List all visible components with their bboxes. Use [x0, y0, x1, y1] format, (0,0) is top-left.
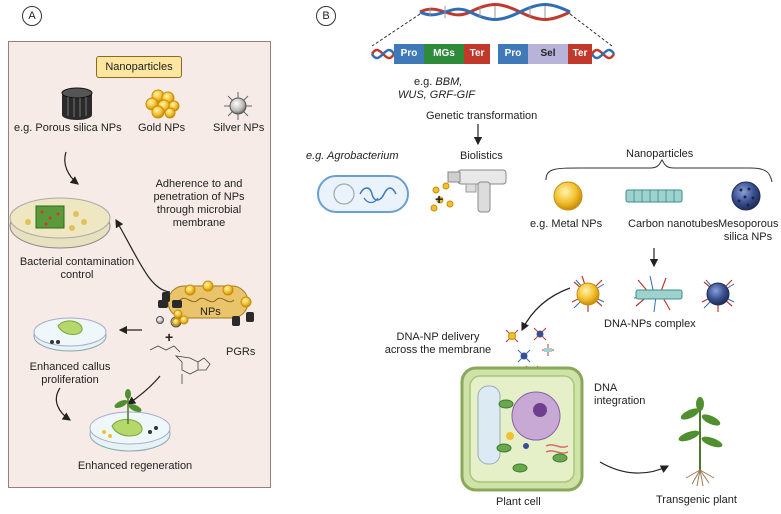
- panel-b-letter: B: [316, 6, 336, 26]
- adherence-line-4: membrane: [172, 217, 226, 229]
- dna-mesoporous-complex: [701, 279, 735, 312]
- mesoporous-line-1: Mesoporous: [718, 218, 779, 230]
- nps-mini-icon: [156, 300, 189, 326]
- cassette-ter-1: Ter: [464, 44, 490, 64]
- adherence-line-2: penetration of NPs: [153, 191, 245, 203]
- petri-dish-callus: [33, 317, 107, 352]
- callus-line-1: Enhanced callus: [29, 361, 111, 373]
- dna-gold-np-complex: [571, 275, 605, 312]
- porous-silica-np-icon: [61, 87, 93, 120]
- petri-dish-bacterial: [9, 197, 111, 249]
- delivery-line-2: across the membrane: [384, 344, 492, 356]
- nanoparticles-brace: [545, 159, 773, 183]
- adherence-line-3: through microbial: [156, 204, 242, 216]
- label-silver-nps: Silver NPs: [213, 122, 265, 134]
- label-nps: NPs: [200, 306, 221, 318]
- mesoporous-np-icon: [731, 181, 761, 211]
- agrobacterium-label: e.g. Agrobacterium: [306, 150, 399, 162]
- transgenic-plant-icon: [678, 397, 723, 487]
- label-pgrs: PGRs: [226, 346, 256, 358]
- arrow-callus-to-regen: [55, 387, 71, 421]
- carbon-nanotubes-label: Carbon nanotubes: [628, 218, 719, 230]
- cassette-helix: [370, 48, 616, 60]
- arrow-to-dish: [115, 218, 171, 293]
- cassette-ter-2: Ter: [568, 44, 592, 64]
- adherence-line-1: Adherence to and: [155, 178, 243, 190]
- transgenic-plant-label: Transgenic plant: [656, 494, 737, 506]
- regeneration-label: Enhanced regeneration: [77, 460, 193, 472]
- plant-cell-label: Plant cell: [496, 496, 541, 508]
- plus-sign-b: +: [435, 191, 444, 207]
- eg-genes-line-1: e.g. BBM,: [414, 76, 463, 88]
- dna-nanotube-complex: [633, 275, 683, 313]
- dna-helix-top: [419, 3, 571, 21]
- genetic-transformation-label: Genetic transformation: [426, 110, 538, 122]
- bacterial-control-line-2: control: [60, 269, 94, 281]
- callus-line-2: proliferation: [41, 374, 99, 386]
- eg-genes-line-2: WUS, GRF-GIF: [398, 89, 475, 101]
- biolistics-label: Biolistics: [460, 150, 503, 162]
- label-porous-silica: e.g. Porous silica NPs: [14, 122, 122, 134]
- metal-nps-label: e.g. Metal NPs: [530, 218, 603, 230]
- cassette-mgs: MGs: [424, 44, 464, 64]
- gene-gun-icon: [447, 169, 507, 213]
- arrow-pgr-to-regen: [127, 375, 161, 405]
- dna-nps-complex-label: DNA-NPs complex: [604, 318, 696, 330]
- carbon-nanotube-icon: [625, 189, 683, 203]
- arrow-to-plant: [599, 461, 670, 474]
- agrobacterium-cell: [317, 175, 409, 213]
- gold-np-icon: [145, 89, 180, 119]
- delivery-line-1: DNA-NP delivery: [396, 331, 480, 343]
- panel-a-letter: A: [22, 6, 42, 26]
- bacterial-control-line-1: Bacterial contamination: [19, 256, 135, 268]
- nanoparticles-title-box: Nanoparticles: [96, 56, 182, 78]
- dna-integration-line-1: DNA: [594, 382, 618, 394]
- plant-cell: [460, 366, 584, 492]
- pgr-molecule-icon: [149, 345, 211, 384]
- silver-np-icon: [224, 92, 252, 120]
- arrow-to-delivery: [521, 287, 571, 332]
- cassette-sel: Sel: [528, 44, 568, 64]
- nanoparticles-label-b: Nanoparticles: [626, 148, 694, 160]
- mesoporous-line-2: silica NPs: [723, 231, 773, 243]
- arrow-to-petri: [64, 151, 79, 185]
- gold-particles-icon: [430, 182, 454, 212]
- zoom-line-right: [569, 13, 613, 47]
- cassette-pro-1: Pro: [394, 44, 424, 64]
- petri-dish-regeneration: [89, 389, 171, 452]
- metal-np-icon: [553, 181, 583, 211]
- cassette-pro-2: Pro: [498, 44, 528, 64]
- bacterium-icon: [162, 280, 254, 328]
- dna-integration-line-2: integration: [594, 395, 646, 407]
- plus-sign-a: +: [165, 329, 174, 345]
- label-gold-nps: Gold NPs: [138, 122, 186, 134]
